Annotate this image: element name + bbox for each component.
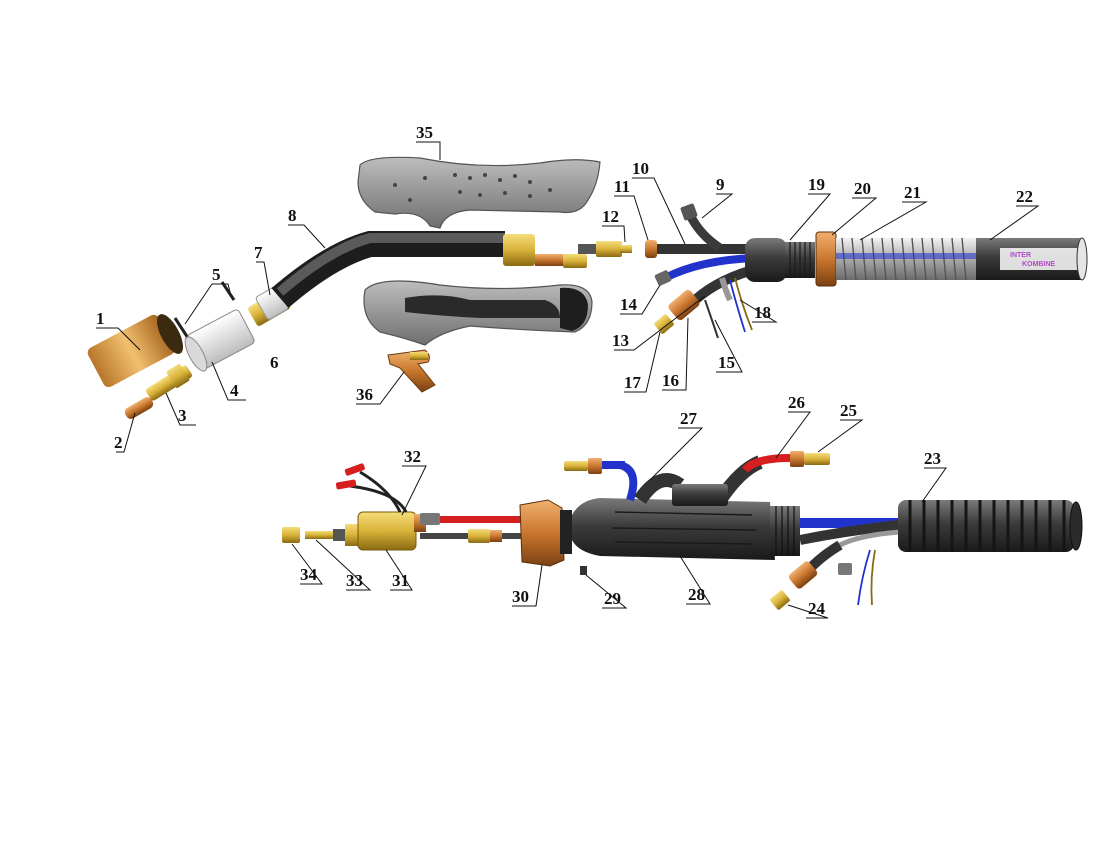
power-and-gas-lines [420, 513, 522, 543]
callout-20: 20 [854, 179, 871, 198]
part-14-blue-hose [654, 254, 756, 286]
callout-10: 10 [632, 159, 649, 178]
logo-line-2: KOMBINE [1022, 261, 1055, 268]
callout-30: 30 [512, 587, 529, 606]
part-5-o-rings [173, 281, 236, 339]
callout-6: 6 [270, 353, 279, 372]
callout-8: 8 [288, 206, 297, 225]
part-34-cap-nut [282, 527, 300, 543]
part-20-collar [815, 231, 837, 287]
part-18-wires [719, 277, 753, 333]
part-36-trigger [387, 349, 436, 393]
part-8-swan-neck [271, 231, 587, 308]
part-17-brass-nut [654, 314, 674, 334]
callout-18: 18 [754, 303, 771, 322]
part-22-cable-sleeve: INTER KOMBINE [976, 237, 1088, 281]
callout-11: 11 [614, 177, 630, 196]
part-26-red-hose [741, 454, 791, 473]
part-30-rear-nut [519, 499, 572, 567]
part-12-connector [578, 241, 632, 257]
callout-9: 9 [716, 175, 725, 194]
callout-23: 23 [924, 449, 941, 468]
callout-21: 21 [904, 183, 921, 202]
part-21-spring [836, 237, 976, 281]
callout-22: 22 [1016, 187, 1033, 206]
part-35-handle-shell-upper [357, 156, 601, 229]
callout-14: 14 [620, 295, 638, 314]
part-31-central-adapter [345, 511, 426, 551]
part-33-pin [305, 529, 345, 541]
part-3-tip-holder [146, 364, 192, 401]
part-25-fitting [790, 451, 830, 467]
part-32-control-wires [335, 463, 408, 513]
part-19-rear-body [745, 238, 815, 282]
part-29-screw [580, 566, 587, 575]
callout-25: 25 [840, 401, 857, 420]
part-11-ring [645, 240, 657, 258]
handle-shell-lower [363, 280, 593, 346]
callout-34: 34 [300, 565, 318, 584]
part-16-copper-fitting [668, 289, 700, 321]
callout-2: 2 [114, 433, 123, 452]
callout-29: 29 [604, 589, 621, 608]
callout-5: 5 [212, 265, 221, 284]
callout-35: 35 [416, 123, 433, 142]
callout-17: 17 [624, 373, 642, 392]
part-27-splitter [564, 455, 763, 506]
part-24-fitting [770, 540, 843, 610]
callout-3: 3 [178, 406, 187, 425]
part-2-contact-tip [124, 397, 154, 419]
callout-33: 33 [346, 571, 363, 590]
callout-4: 4 [230, 381, 239, 400]
callout-15: 15 [718, 353, 735, 372]
leader-lines [96, 141, 1040, 619]
callout-24: 24 [808, 599, 826, 618]
bottom-control-wires [838, 549, 876, 606]
callout-31: 31 [392, 571, 409, 590]
part-23-cable-bellows [799, 500, 1083, 552]
callout-13: 13 [612, 331, 629, 350]
callout-19: 19 [808, 175, 825, 194]
callout-labels: 1 2 3 4 5 6 7 8 9 10 11 12 13 14 15 16 1… [96, 123, 1033, 618]
part-9-hose-branch [680, 203, 723, 252]
callout-16: 16 [662, 371, 679, 390]
logo-line-1: INTER [1010, 252, 1031, 259]
callout-1: 1 [96, 309, 105, 328]
callout-26: 26 [788, 393, 805, 412]
part-1-gas-nozzle [87, 314, 184, 388]
callout-36: 36 [356, 385, 373, 404]
part-15-wire [704, 299, 719, 339]
part-4-insulator [184, 309, 255, 372]
part-10-hose [657, 244, 752, 254]
callout-7: 7 [254, 243, 263, 262]
callout-32: 32 [404, 447, 421, 466]
callout-28: 28 [688, 585, 705, 604]
part-28-rear-handle [572, 498, 800, 560]
callout-27: 27 [680, 409, 698, 428]
callout-12: 12 [602, 207, 619, 226]
